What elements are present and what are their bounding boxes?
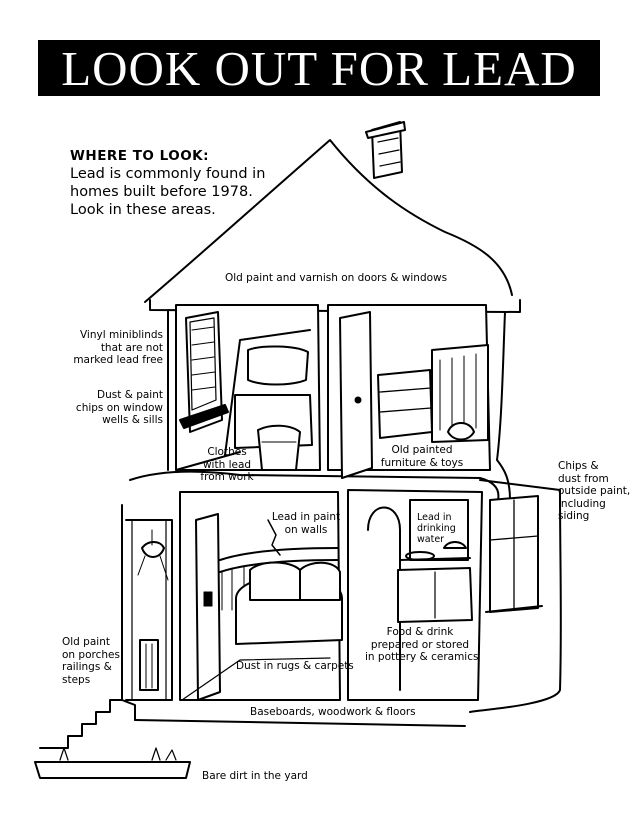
nursery — [327, 304, 491, 479]
kitchen — [347, 489, 483, 701]
label-miniblinds: Vinyl miniblinds that are not marked lea… — [73, 329, 163, 366]
label-dirt: Bare dirt in the yard — [202, 770, 308, 782]
label-furniture: Old painted furniture & toys — [380, 444, 464, 469]
living-room — [179, 491, 343, 701]
label-water: Lead in drinking water — [417, 512, 456, 545]
where-to-look: WHERE TO LOOK: Lead is commonly found in… — [70, 148, 290, 219]
label-porches: Old paint on porches, railings & steps — [62, 636, 124, 686]
where-to-look-body: Lead is commonly found in homes built be… — [70, 165, 290, 219]
porch — [125, 519, 173, 701]
chimney — [365, 121, 406, 179]
house-body — [121, 309, 562, 727]
label-walls: Lead in paint on walls — [271, 511, 341, 536]
where-to-look-heading: WHERE TO LOOK: — [70, 148, 210, 164]
page-title: LOOK OUT FOR LEAD — [61, 40, 577, 96]
label-food: Food & drink prepared or stored in potte… — [365, 626, 479, 663]
label-window-chips: Dust & paint chips on window wells & sil… — [75, 389, 163, 426]
side-window — [485, 495, 543, 613]
label-doors-windows: Old paint and varnish on doors & windows — [225, 272, 448, 284]
where-line: Look in these areas. — [70, 202, 216, 218]
label-rugs: Dust in rugs & carpets — [236, 660, 354, 672]
label-clothes: Clothes with lead from work — [200, 446, 254, 483]
steps-and-yard — [34, 699, 191, 779]
label-baseboards: Baseboards, woodwork & floors — [250, 706, 416, 718]
title-banner: LOOK OUT FOR LEAD — [38, 40, 600, 96]
where-line: homes built before 1978. — [70, 184, 253, 200]
label-outside-paint: Chips & dust from outside paint, includi… — [558, 460, 631, 522]
bedroom — [175, 304, 321, 471]
where-line: Lead is commonly found in — [70, 166, 266, 182]
